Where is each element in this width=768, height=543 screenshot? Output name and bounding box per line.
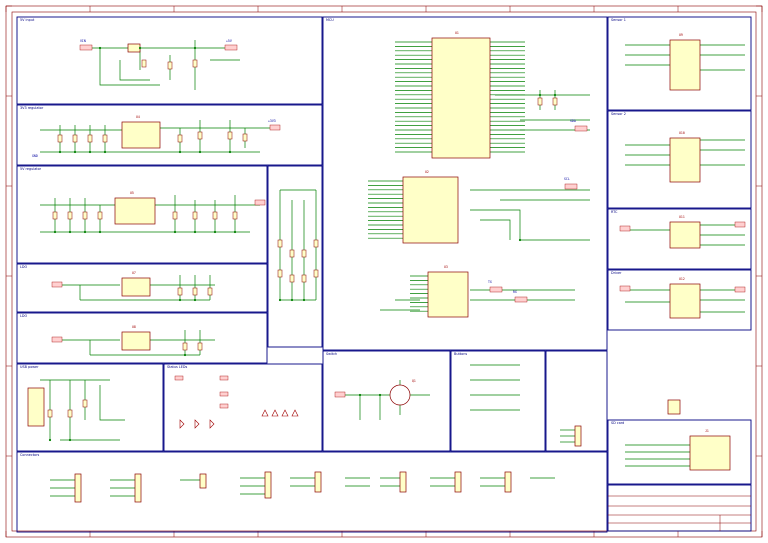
conn-4 <box>264 471 272 499</box>
section-box-usb-power <box>16 363 164 452</box>
net-gnd: GND <box>32 154 38 158</box>
fuse <box>127 43 141 53</box>
conn-6 <box>399 471 407 493</box>
section-box-caps <box>267 165 323 348</box>
frame-ticks <box>5 5 763 537</box>
designator-s1: U9 <box>679 33 683 37</box>
section-title-ldo-a: LDO <box>20 265 28 269</box>
section-title-usb-power: USB power <box>20 365 39 369</box>
ldo1-body <box>121 277 151 297</box>
designator-drv: U12 <box>679 277 685 281</box>
header-j <box>574 425 582 447</box>
q1-body <box>389 384 411 406</box>
conn-1 <box>74 473 82 503</box>
s2-body <box>669 137 701 183</box>
passive-components <box>47 59 558 418</box>
u4-body <box>121 121 161 149</box>
designator-u5: U5 <box>130 191 134 195</box>
designator-mcu: U1 <box>455 31 459 35</box>
net-scl: SCL <box>564 177 570 181</box>
section-box-sensor2 <box>607 110 752 209</box>
net-rx: RX <box>513 290 517 294</box>
section-box-5v <box>16 165 268 264</box>
rtc-body <box>669 221 701 249</box>
s1-body <box>669 39 701 91</box>
section-box-sd <box>607 419 752 485</box>
section-box-3v3 <box>16 104 323 166</box>
section-box-buttons <box>450 350 546 452</box>
designator-s2: U10 <box>679 131 685 135</box>
section-box-power-protection <box>16 16 323 105</box>
ic3-body <box>427 271 469 318</box>
sd-body <box>689 435 731 471</box>
section-title-driver: Driver <box>611 271 622 275</box>
net-5v: +5V <box>226 39 232 43</box>
section-box-transistor <box>322 350 451 452</box>
section-title-sd: SD card <box>611 421 625 425</box>
section-title-buttons: Buttons <box>454 352 468 356</box>
section-box-rtc <box>607 208 752 270</box>
section-box-mcu <box>322 16 608 351</box>
mcu-body <box>431 37 491 159</box>
title-block <box>607 484 752 532</box>
designator-ldo2: U8 <box>132 325 136 329</box>
junction-dots <box>48 46 557 442</box>
conn-2 <box>134 473 142 503</box>
designator-ldo1: U7 <box>132 271 136 275</box>
section-boxes <box>16 16 752 533</box>
title-block-lines <box>608 495 751 531</box>
net-flags <box>51 44 746 409</box>
designator-u4: U4 <box>136 115 140 119</box>
drv-body <box>669 283 701 319</box>
section-box-connectors <box>16 451 608 533</box>
section-title-sensor1: Sensor 1 <box>611 18 626 22</box>
section-title-sensor2: Sensor 2 <box>611 112 626 116</box>
ldo2-body <box>121 331 151 351</box>
section-box-sensor1 <box>607 16 752 111</box>
designator-ic2: U2 <box>425 170 429 174</box>
sheet-frame <box>5 5 763 538</box>
section-title-transistor: Switch <box>326 352 338 356</box>
section-title-mcu: MCU <box>326 18 334 22</box>
section-title-3v3: 3V3 regulator <box>20 106 44 110</box>
section-box-header <box>545 350 608 452</box>
conn-3 <box>199 473 207 489</box>
conn-7 <box>454 471 462 493</box>
section-title-5v: 5V regulator <box>20 167 42 171</box>
net-vin: VIN <box>80 39 86 43</box>
section-box-indicators <box>163 363 323 452</box>
led-indicators <box>179 409 299 429</box>
conn-8 <box>504 471 512 493</box>
section-box-ldo-b <box>16 312 268 364</box>
section-box-ldo-a <box>16 263 268 313</box>
net-3v3: +3V3 <box>268 119 276 123</box>
u5-body <box>114 197 156 225</box>
ic2-body <box>402 176 459 244</box>
section-title-power-protection: 5V input <box>20 18 35 22</box>
designator-q1: Q1 <box>412 379 416 383</box>
usb-connector <box>27 387 45 427</box>
conn-5 <box>314 471 322 493</box>
section-box-driver <box>607 269 752 331</box>
section-title-connectors: Connectors <box>20 453 40 457</box>
net-tx: TX <box>488 280 492 284</box>
section-title-ldo-b: LDO <box>20 314 28 318</box>
net-sda: SDA <box>570 119 576 123</box>
components <box>27 37 731 503</box>
sd-pins <box>667 399 681 415</box>
designator-ic3: U3 <box>444 265 448 269</box>
section-title-rtc: RTC <box>611 210 618 214</box>
designator-rtc: U11 <box>679 215 685 219</box>
section-title-indicators: Status LEDs <box>167 365 188 369</box>
wires <box>40 40 745 497</box>
designator-sd: J1 <box>705 429 709 433</box>
